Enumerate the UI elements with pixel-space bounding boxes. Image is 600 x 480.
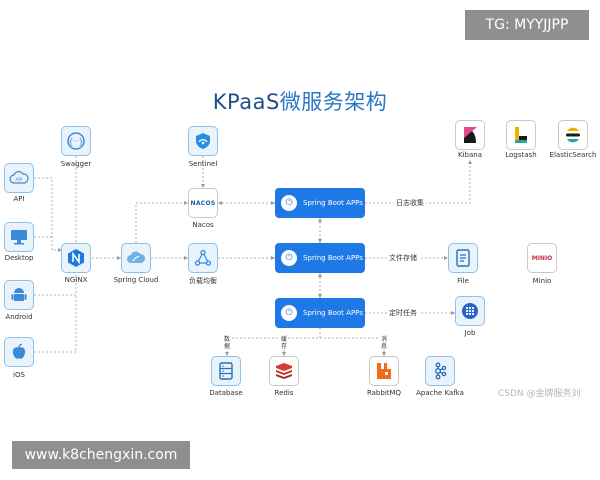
monitor-icon <box>11 230 27 245</box>
elasticsearch-icon <box>566 127 580 143</box>
file-label: File <box>457 277 469 285</box>
kibana-icon <box>464 127 477 143</box>
kafka-label: Apache Kafka <box>416 389 464 397</box>
spring-boot-app-2: ⏻ Spring Boot APPs <box>275 243 365 273</box>
android-to-nginx-line <box>34 274 77 296</box>
spring-cloud-node <box>121 243 151 273</box>
file-storage-label: 文件存储 <box>387 253 419 263</box>
redis-node <box>269 356 299 386</box>
elasticsearch-node <box>558 120 588 150</box>
rabbitmq-node <box>369 356 399 386</box>
tg-watermark: TG: MYYJJPP <box>465 10 589 40</box>
database-icon <box>219 362 233 380</box>
data-label: 数据 <box>223 336 231 350</box>
nacos-logo-icon: NACOS <box>190 199 216 207</box>
power-icon: ⏻ <box>281 195 297 211</box>
api-node: API <box>4 163 34 193</box>
springcloud-to-nacos-line <box>135 202 188 243</box>
android-node <box>4 280 34 310</box>
spring-boot-app-1: ⏻ Spring Boot APPs <box>275 188 365 218</box>
title-suffix: 微服务架构 <box>279 90 388 114</box>
elasticsearch-label: ElasticSearch <box>549 151 597 159</box>
kibana-label: Kibana <box>458 151 482 159</box>
redis-label: Redis <box>274 389 294 397</box>
nginx-icon <box>68 249 84 267</box>
credit-watermark: CSDN @金牌服务刘 <box>498 389 581 399</box>
app-to-mq-line <box>320 337 385 356</box>
cache-label: 缓存 <box>280 336 288 350</box>
app-label: Spring Boot APPs <box>303 199 363 207</box>
load-balance-icon <box>194 249 212 266</box>
ios-label: iOS <box>13 371 25 379</box>
job-grid-icon <box>462 303 478 319</box>
cloud-api-icon: API <box>9 171 29 184</box>
log-collect-label: 日志收集 <box>394 198 426 208</box>
url-watermark: www.k8chengxin.com <box>12 441 190 469</box>
svg-text:API: API <box>15 177 22 183</box>
minio-node: MINIO <box>527 243 557 273</box>
database-node <box>211 356 241 386</box>
swagger-node: {··} <box>61 126 91 156</box>
load-balance-node <box>188 243 218 273</box>
power-icon: ⏻ <box>281 305 297 321</box>
redis-icon <box>276 363 292 379</box>
android-label: Android <box>5 313 33 321</box>
logstash-node <box>506 120 536 150</box>
app-label: Spring Boot APPs <box>303 309 363 317</box>
swagger-icon: {··} <box>67 132 85 150</box>
scheduled-task-label: 定时任务 <box>387 308 419 318</box>
load-balance-label: 负载均衡 <box>189 277 217 285</box>
power-icon: ⏻ <box>281 250 297 266</box>
kafka-icon <box>435 362 447 380</box>
rabbitmq-icon <box>377 363 391 379</box>
kibana-node <box>455 120 485 150</box>
desktop-node <box>4 222 34 252</box>
ios-node <box>4 337 34 367</box>
kafka-node <box>425 356 455 386</box>
file-node <box>448 243 478 273</box>
api-to-nginx-line <box>34 177 62 251</box>
app-label: Spring Boot APPs <box>303 254 363 262</box>
ios-line <box>34 295 77 353</box>
sentinel-node <box>188 126 218 156</box>
file-icon <box>456 249 470 267</box>
job-node <box>455 296 485 326</box>
android-icon <box>11 288 27 301</box>
database-label: Database <box>209 389 243 397</box>
minio-logo-icon: MINIO <box>531 254 553 262</box>
rabbitmq-label: RabbitMQ <box>366 389 402 397</box>
app-to-db-line <box>226 328 321 356</box>
job-label: Job <box>464 329 476 337</box>
nginx-node <box>61 243 91 273</box>
shield-icon <box>196 133 210 149</box>
apple-icon <box>12 343 26 359</box>
message-label: 消息 <box>380 336 388 350</box>
swagger-label: Swagger <box>60 160 92 168</box>
nacos-label: Nacos <box>192 221 214 229</box>
nacos-node: NACOS <box>188 188 218 218</box>
logstash-label: Logstash <box>505 151 537 159</box>
title-prefix: KPaaS <box>212 90 280 114</box>
spring-cloud-label: Spring Cloud <box>113 276 159 284</box>
api-label: API <box>13 195 25 203</box>
logstash-icon <box>515 127 527 143</box>
app-to-log-line <box>365 160 471 204</box>
page-title: KPaaS微服务架构 <box>200 86 400 116</box>
spring-boot-app-3: ⏻ Spring Boot APPs <box>275 298 365 328</box>
desktop-label: Desktop <box>4 254 34 262</box>
sentinel-label: Sentinel <box>188 160 218 168</box>
minio-label: Minio <box>532 277 552 285</box>
svg-text:{··}: {··} <box>68 137 83 146</box>
nginx-label: NGINX <box>64 276 88 284</box>
spring-cloud-icon <box>127 251 146 263</box>
